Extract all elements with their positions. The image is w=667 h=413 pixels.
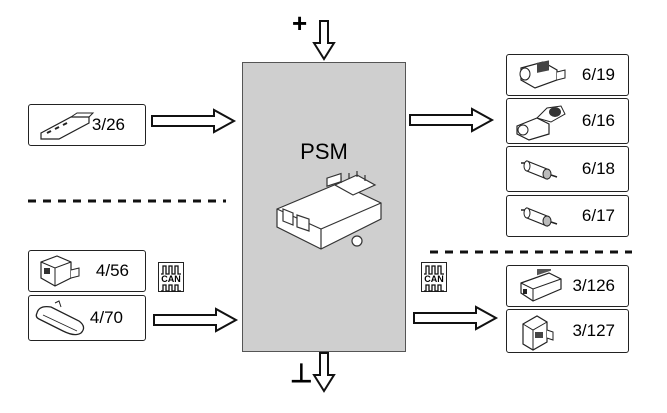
switch-panel-icon [40, 112, 95, 140]
component-label: 3/126 [572, 276, 615, 295]
can-label: CAN [161, 274, 181, 284]
component-3-26[interactable]: 3/26 [28, 104, 146, 146]
component-label: 6/17 [581, 206, 615, 225]
can-bus-icon: CAN [421, 262, 447, 292]
motor-icon [516, 105, 566, 141]
component-6-16[interactable]: 6/16 [506, 98, 629, 144]
can-label: CAN [424, 274, 444, 284]
component-4-56[interactable]: 4/56 [28, 250, 146, 292]
arrow-icon [153, 308, 237, 332]
actuator-icon [521, 207, 558, 227]
arrow-icon [409, 108, 493, 132]
arrow-icon [313, 20, 335, 60]
psm-control-module[interactable]: PSM [242, 62, 406, 352]
component-6-18[interactable]: 6/18 [506, 146, 629, 192]
motor-icon [519, 60, 566, 89]
control-module-icon [276, 171, 382, 250]
component-label: 6/16 [581, 111, 615, 130]
component-6-19[interactable]: 6/19 [506, 54, 629, 96]
actuator-icon [521, 160, 558, 180]
component-label: 6/19 [581, 65, 615, 84]
component-label: 3/127 [572, 321, 615, 340]
psm-label: PSM [300, 139, 348, 164]
component-6-17[interactable]: 6/17 [506, 195, 629, 237]
arrow-icon [413, 306, 497, 330]
mirror-icon [35, 300, 85, 336]
sensor-icon [40, 255, 80, 287]
ground-symbol: ⊥ [290, 358, 313, 388]
component-label: 6/18 [581, 159, 615, 178]
component-3-127[interactable]: 3/127 [506, 309, 629, 353]
plus-symbol: + [292, 8, 308, 38]
arrow-icon [313, 352, 335, 392]
component-label: 4/56 [95, 261, 129, 280]
component-label: 3/26 [91, 115, 125, 134]
component-label: 4/70 [89, 308, 123, 327]
component-3-126[interactable]: 3/126 [506, 265, 629, 307]
switch-block-icon [520, 269, 562, 302]
can-bus-icon: CAN [158, 262, 184, 292]
component-4-70[interactable]: 4/70 [28, 295, 146, 341]
arrow-icon [151, 109, 235, 133]
switch-block-icon [522, 315, 554, 351]
